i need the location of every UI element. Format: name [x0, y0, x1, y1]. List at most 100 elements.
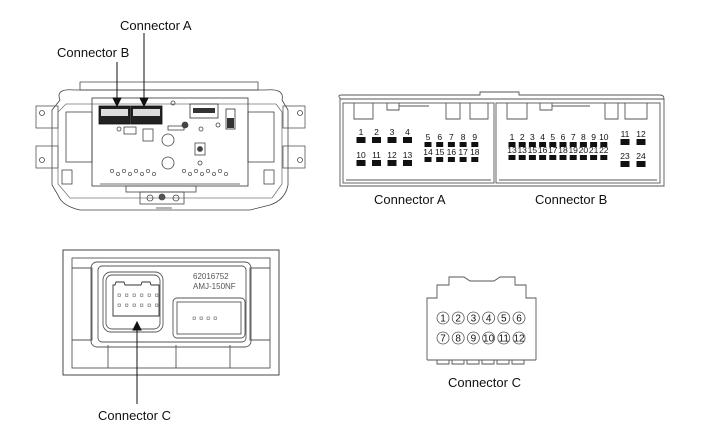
pin-number-label: 23	[620, 151, 630, 161]
pin-terminal	[590, 155, 598, 160]
pin-terminal	[549, 142, 557, 147]
pin-terminal	[600, 155, 608, 160]
pin-number-label: 7	[449, 132, 454, 142]
connector-b-callout-label: Connector B	[57, 45, 130, 60]
pin-terminal	[424, 157, 432, 162]
pin-number-label: 13	[507, 145, 517, 155]
connector-c-unit-caption: Connector C	[98, 408, 171, 423]
pin-number-label: 18	[470, 147, 480, 157]
pin-number-label: 14	[423, 147, 433, 157]
pin-number-label: 9	[471, 334, 477, 345]
pin-circle	[482, 331, 496, 345]
pin-terminal	[559, 142, 567, 147]
pin-terminal	[636, 161, 646, 167]
pin-number-label: 6	[561, 132, 566, 142]
pin-number-label: 1	[440, 314, 446, 325]
pin-number-label: 1	[359, 127, 364, 137]
socket-pin	[155, 303, 159, 307]
pin-circle	[512, 311, 526, 325]
socket-pin	[125, 303, 129, 307]
pin-terminal	[436, 142, 444, 147]
pin-terminal	[508, 155, 516, 160]
pin-terminal	[539, 155, 547, 160]
pin-number-label: 5	[426, 132, 431, 142]
connector-ab-housing	[338, 91, 665, 187]
connector-a-caption: Connector A	[374, 192, 446, 207]
pin-circle	[436, 311, 450, 325]
socket-pin	[125, 293, 129, 297]
pin-number-label: 2	[455, 314, 461, 325]
pin-terminal	[636, 139, 646, 145]
pin-terminal	[459, 157, 467, 162]
pin-terminal	[528, 155, 536, 160]
pin-number-label: 10	[483, 334, 495, 345]
pin-number-label: 10	[599, 132, 609, 142]
pin-terminal	[620, 139, 630, 145]
pin-number-label: 15	[435, 147, 445, 157]
pin-number-label: 3	[471, 314, 477, 325]
pin-number-label: 2	[520, 132, 525, 142]
pin-terminal	[372, 160, 381, 166]
pin-circle	[451, 311, 465, 325]
connector-c-caption: Connector C	[448, 375, 521, 390]
socket-pin	[147, 303, 151, 307]
pin-number-label: 8	[581, 132, 586, 142]
pin-number-label: 5	[501, 314, 507, 325]
pin-circle	[512, 331, 526, 345]
pin-terminal	[549, 155, 557, 160]
model-text: AMJ-150NF	[193, 282, 236, 291]
pin-terminal	[579, 155, 587, 160]
socket-pin	[140, 293, 144, 297]
pin-number-label: 4	[405, 127, 410, 137]
pin-number-label: 8	[461, 132, 466, 142]
pin-number-label: 8	[455, 334, 461, 345]
pin-terminal	[569, 155, 577, 160]
socket-pin	[213, 316, 217, 320]
pin-number-label: 18	[558, 145, 568, 155]
connector-c-face	[426, 276, 537, 365]
pin-number-label: 9	[591, 132, 596, 142]
pin-number-label: 5	[550, 132, 555, 142]
pin-terminal	[528, 142, 536, 147]
pin-number-label: 6	[516, 314, 522, 325]
pin-terminal	[387, 160, 397, 166]
pin-number-label: 16	[538, 145, 548, 155]
pin-number-label: 3	[390, 127, 395, 137]
pin-number-label: 11	[621, 129, 630, 139]
connector-c-unit-pin-dots	[117, 293, 217, 320]
pin-number-label: 1	[510, 132, 515, 142]
pin-number-label: 15	[528, 145, 538, 155]
pin-terminal	[436, 157, 444, 162]
pin-number-label: 17	[458, 147, 468, 157]
socket-pin	[206, 316, 210, 320]
pin-number-label: 24	[636, 151, 646, 161]
pin-number-label: 2	[374, 127, 379, 137]
pin-number-label: 3	[530, 132, 535, 142]
pin-terminal	[447, 157, 455, 162]
pin-number-label: 21	[589, 145, 599, 155]
pin-number-label: 17	[548, 145, 558, 155]
socket-pin	[132, 303, 136, 307]
pin-number-label: 4	[540, 132, 545, 142]
socket-pin	[140, 303, 144, 307]
pin-number-label: 6	[437, 132, 442, 142]
socket-pin	[117, 293, 121, 297]
pin-terminal	[508, 142, 516, 147]
pin-number-label: 11	[372, 150, 381, 160]
pin-circle	[466, 331, 480, 345]
pin-terminal	[579, 142, 587, 147]
pin-terminal	[518, 142, 526, 147]
connector-b-caption: Connector B	[535, 192, 608, 207]
connector-a-callout-label: Connector A	[120, 18, 192, 33]
pin-number-label: 10	[356, 150, 366, 160]
pin-number-label: 13	[403, 150, 413, 160]
pin-terminal	[539, 142, 547, 147]
pin-number-label: 16	[447, 147, 457, 157]
part-number-text: 62016752	[193, 272, 229, 281]
pin-terminal	[424, 142, 432, 147]
pin-terminal	[600, 142, 608, 147]
cluster-unit-drawing	[35, 81, 306, 211]
pin-number-label: 7	[571, 132, 576, 142]
